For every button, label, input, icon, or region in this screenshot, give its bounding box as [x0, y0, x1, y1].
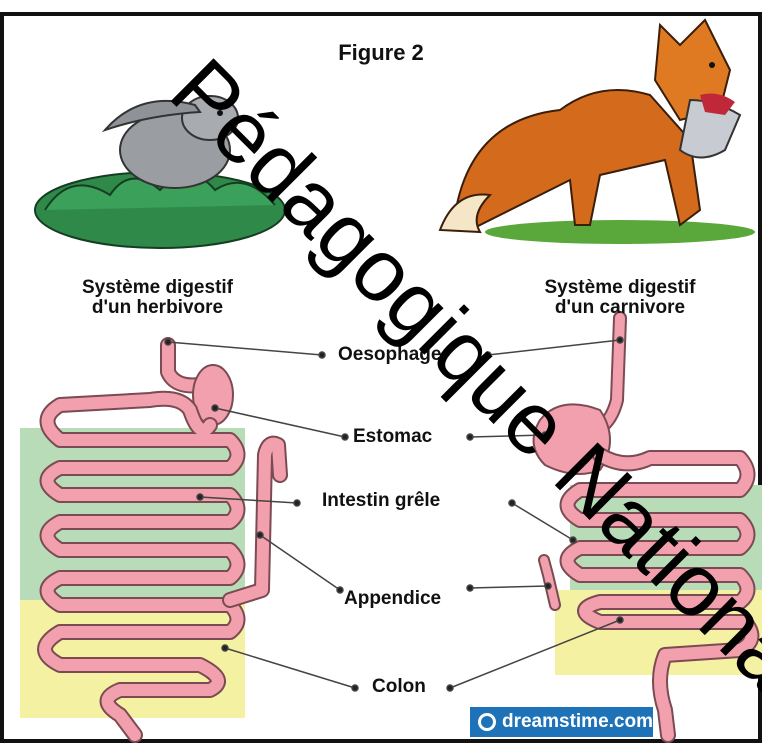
herbivore-caption-line1: Système digestif: [50, 278, 265, 298]
carnivore-caption: Système digestif d'un carnivore: [505, 278, 735, 318]
label-colon: Colon: [372, 676, 426, 698]
label-appendice: Appendice: [344, 588, 441, 610]
carnivore-caption-line1: Système digestif: [505, 278, 735, 298]
label-oesophage: Oesophage: [338, 344, 441, 366]
carnivore-caption-line2: d'un carnivore: [505, 298, 735, 318]
herbivore-caption: Système digestif d'un herbivore: [50, 278, 265, 318]
rabbit-illustration: [35, 96, 285, 248]
figure-title: Figure 2: [0, 40, 762, 66]
label-intestin-grele: Intestin grêle: [322, 490, 440, 512]
dreamstime-swirl-icon: [478, 713, 496, 731]
label-estomac: Estomac: [353, 426, 432, 448]
dreamstime-logo-text: dreamstime.com: [502, 711, 653, 733]
dreamstime-logo: dreamstime.com: [470, 707, 653, 737]
herbivore-caption-line2: d'un herbivore: [50, 298, 265, 318]
